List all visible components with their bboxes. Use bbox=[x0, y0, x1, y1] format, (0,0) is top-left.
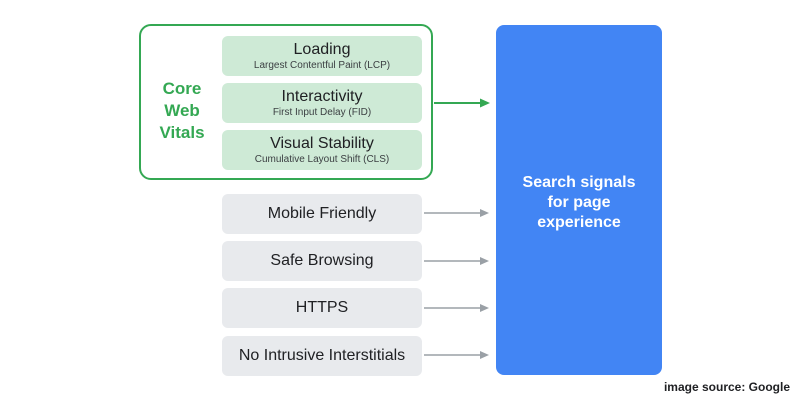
signal-no-intrusive-interstitials: No Intrusive Interstitials bbox=[222, 336, 422, 376]
metric-name: Interactivity bbox=[281, 88, 363, 105]
page-experience-label: Search signals for page experience bbox=[522, 174, 636, 231]
signal-arrow bbox=[424, 209, 489, 217]
metric-subtitle: Largest Contentful Paint (LCP) bbox=[253, 60, 391, 71]
signal-arrow bbox=[424, 257, 489, 265]
signal-mobile-friendly: Mobile Friendly bbox=[222, 194, 422, 234]
metric-interactivity: Interactivity First Input Delay (FID) bbox=[222, 83, 422, 123]
cwv-arrow bbox=[434, 98, 490, 108]
metric-subtitle: Cumulative Layout Shift (CLS) bbox=[254, 154, 390, 165]
metric-name: Visual Stability bbox=[270, 135, 374, 152]
core-web-vitals-group bbox=[139, 24, 433, 180]
signal-https: HTTPS bbox=[222, 288, 422, 328]
signal-arrow bbox=[424, 304, 489, 312]
image-source-credit: image source: Google bbox=[663, 380, 790, 394]
signal-safe-browsing: Safe Browsing bbox=[222, 241, 422, 281]
core-web-vitals-label: Core Web Vitals bbox=[159, 79, 205, 142]
metric-visual-stability: Visual Stability Cumulative Layout Shift… bbox=[222, 130, 422, 170]
metric-name: Loading bbox=[293, 41, 351, 58]
signal-arrow bbox=[424, 351, 489, 359]
metric-subtitle: First Input Delay (FID) bbox=[272, 107, 372, 118]
page-experience-signals-box: Search signals for page experience bbox=[496, 25, 662, 375]
metric-loading: Loading Largest Contentful Paint (LCP) bbox=[222, 36, 422, 76]
